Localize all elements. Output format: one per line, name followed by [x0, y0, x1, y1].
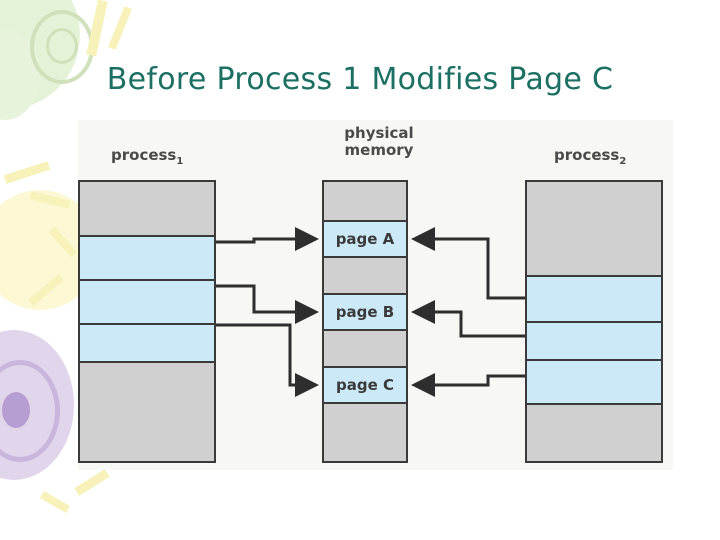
page-a-label: page A [335, 230, 395, 248]
process1-divider-1 [80, 279, 214, 281]
page-b-box: page B [322, 293, 408, 331]
process1-divider-3 [80, 361, 214, 363]
process2-divider-0 [527, 275, 661, 277]
process1-segment-1 [80, 236, 214, 280]
label-process1: process1 [111, 146, 184, 167]
page-title: Before Process 1 Modifies Page C [106, 62, 614, 97]
decorative-ray-4 [29, 191, 71, 209]
arrow-p1-pageA [216, 227, 319, 251]
decorative-ray-5 [48, 226, 78, 258]
page-c-box: page C [322, 366, 408, 404]
process1-divider-2 [80, 323, 214, 325]
decorative-ray-2 [108, 6, 132, 50]
mapping-arrows [216, 227, 525, 397]
arrow-p2-pageC [411, 373, 525, 397]
process1-segment-3 [80, 324, 214, 362]
process2-divider-2 [527, 359, 661, 361]
process1-segment-0 [80, 182, 214, 236]
process2-divider-3 [527, 403, 661, 405]
process2-divider-1 [527, 321, 661, 323]
process2-segment-3 [527, 360, 661, 404]
physical-frame-5 [324, 417, 406, 461]
process2-segment-0 [527, 182, 661, 276]
process2-address-space [525, 180, 663, 463]
decorative-ring-top-inner [46, 28, 78, 64]
page-b-label: page B [335, 303, 395, 321]
decorative-purple-ring [0, 360, 60, 462]
arrow-p2-pageA [411, 227, 525, 300]
process1-divider-0 [80, 235, 214, 237]
process2-segment-2 [527, 322, 661, 360]
process1-segment-4 [80, 362, 214, 461]
decorative-ray-7 [74, 469, 110, 496]
page-a-box: page A [322, 220, 408, 258]
arrow-p1-pageB [216, 284, 319, 324]
decorative-purple-dot [2, 392, 30, 428]
decorative-purple-blob [0, 330, 74, 480]
process2-segment-1 [527, 276, 661, 322]
process1-address-space [78, 180, 216, 463]
decorative-ray-8 [40, 491, 70, 513]
label-process2: process2 [554, 146, 627, 167]
process2-segment-4 [527, 404, 661, 461]
decorative-ray-3 [3, 161, 51, 184]
label-physical-memory: physical memory [344, 124, 414, 159]
page-c-label: page C [335, 376, 394, 394]
decorative-ray-6 [28, 274, 64, 306]
decorative-ray-1 [86, 0, 108, 57]
arrow-p2-pageB [411, 300, 525, 338]
process1-segment-2 [80, 280, 214, 324]
copy-on-write-diagram: process1 physical memory process2 [78, 120, 673, 470]
arrow-p1-pageC [216, 323, 319, 397]
